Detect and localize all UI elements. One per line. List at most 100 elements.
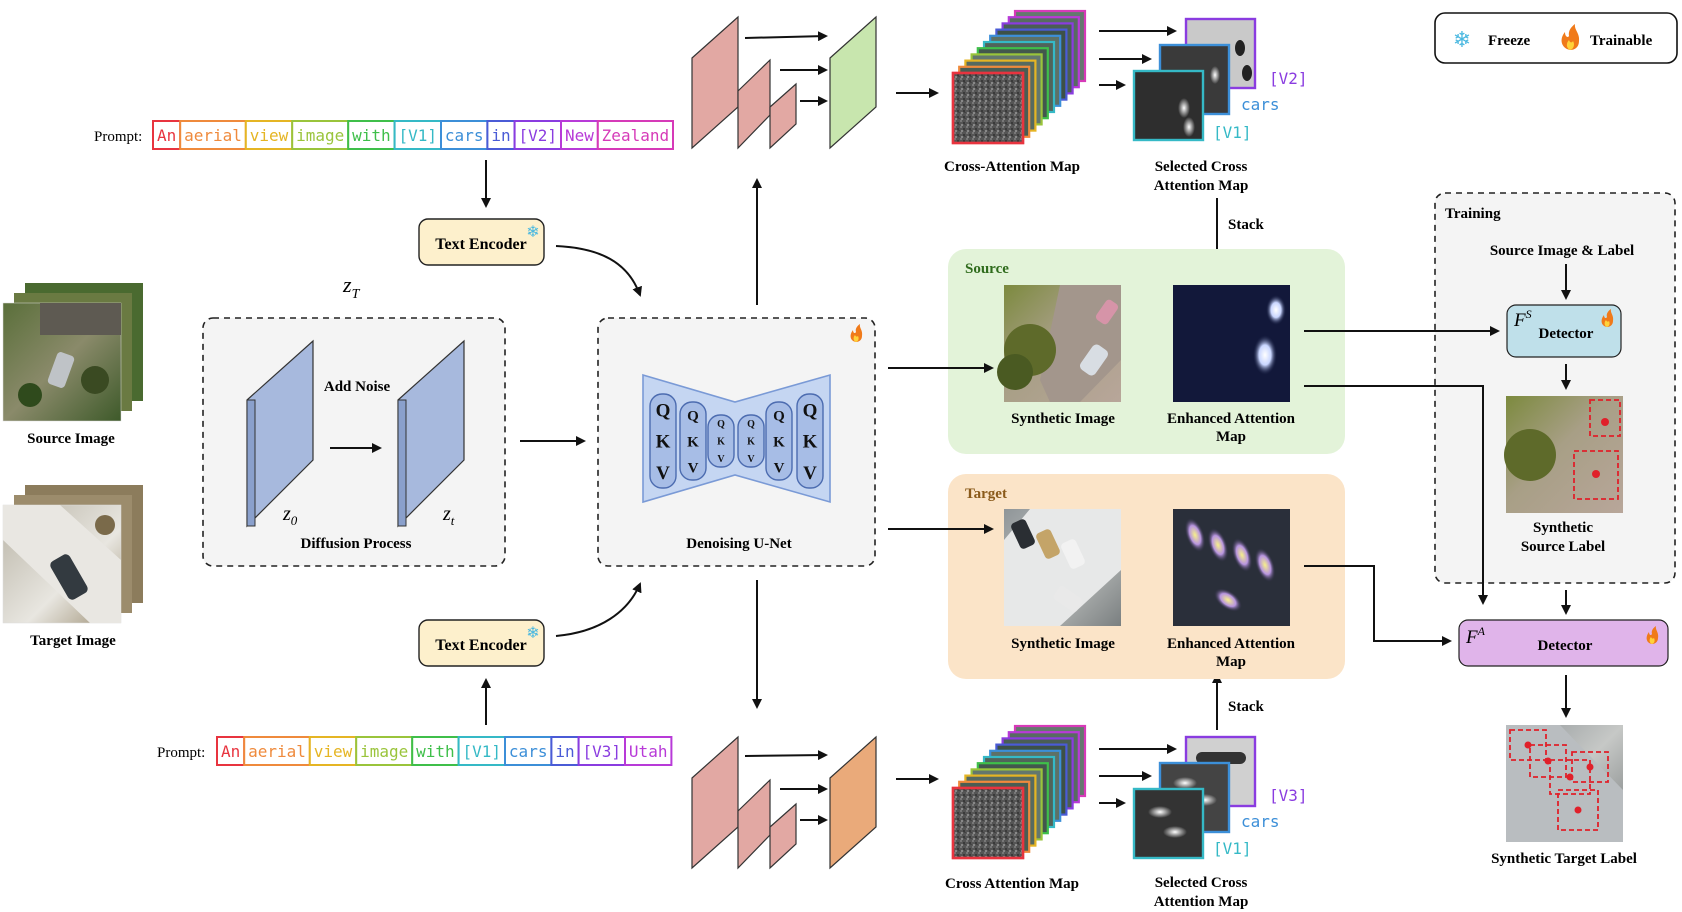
prompt-word-cell: [V3] <box>577 736 626 766</box>
qkv-capsule: QKV <box>796 393 824 489</box>
prompt-word: view <box>250 126 289 145</box>
qkv-letter: Q <box>747 419 755 430</box>
target-panel-title: Target <box>965 486 1007 502</box>
qkv-letter: K <box>717 437 725 448</box>
prompt-word: [V2] <box>519 126 558 145</box>
target-synthetic-label: Synthetic Image <box>1011 636 1115 652</box>
bbox <box>1549 759 1591 795</box>
prompt-word: cars <box>445 126 484 145</box>
qkv-letter: K <box>773 434 785 450</box>
prompt-word-cell: Zealand <box>596 120 674 150</box>
training-section: Training Source Image & Label FS Detecto… <box>1434 192 1676 584</box>
source-image-label: Source Image <box>27 431 115 447</box>
detector-s <box>1506 304 1622 358</box>
diffusion-process: zT Add Noise z0 zt Diffusion Process <box>202 272 506 567</box>
cross-attention-top-label: Cross-Attention Map <box>944 159 1080 175</box>
bbox <box>1589 399 1621 437</box>
prompt-word: Utah <box>629 742 668 761</box>
unet-feature-layers-top <box>691 15 877 150</box>
snowflake-icon: ❄ <box>1453 27 1471 52</box>
bbox <box>1571 751 1609 783</box>
z-T-label: zT <box>342 272 361 302</box>
prompt-word: with <box>352 126 391 145</box>
selected-top-label-line2: Attention Map <box>1154 178 1249 194</box>
prompt-word: in <box>491 126 510 145</box>
synthetic-target-label-image <box>1506 725 1623 842</box>
bbox <box>1557 789 1599 831</box>
prompt-word-cell: in <box>550 736 580 766</box>
target-image-label: Target Image <box>30 633 116 649</box>
target-enhanced-label-line2: Map <box>1216 654 1246 670</box>
text-encoder-bottom: Text Encoder ❄ <box>418 619 545 667</box>
text-encoder-top-label: Text Encoder <box>435 236 526 253</box>
legend-freeze-label: Freeze <box>1488 33 1531 49</box>
qkv-letter: Q <box>687 408 699 424</box>
qkv-letter: V <box>717 454 725 465</box>
prompt-word-cell: Utah <box>624 736 673 766</box>
bbox <box>1573 450 1619 500</box>
token-cars-label: cars <box>1241 812 1280 831</box>
qkv-letter: K <box>747 437 755 448</box>
qkv-capsule: QKV <box>649 393 677 489</box>
cross-attention-bottom-label: Cross Attention Map <box>945 876 1079 892</box>
target-panel: Target Synthetic Image Enhanced Attentio… <box>948 474 1345 679</box>
prompt-word-cell: image <box>291 120 350 150</box>
prompt-word: view <box>314 742 353 761</box>
z-t-label: zt <box>442 503 455 528</box>
qkv-capsule: QKV <box>737 414 765 468</box>
flow-arrows <box>481 88 1500 784</box>
prompt-word-cell: An <box>216 736 246 766</box>
prompt-word: [V1] <box>463 742 502 761</box>
add-noise-label: Add Noise <box>324 379 391 395</box>
selected-attention-top: [V2] cars [V1] <box>1099 17 1308 142</box>
qkv-letter: Q <box>656 400 671 421</box>
synthetic-source-label-line1: Synthetic <box>1533 520 1593 536</box>
flame-icon <box>850 324 863 342</box>
prompt-word-cell: with <box>347 120 396 150</box>
detector-a-label: Detector <box>1538 638 1593 654</box>
stack-label-bottom: Stack <box>1228 699 1264 715</box>
stack-label-top: Stack <box>1228 217 1264 233</box>
prompt-word-cell: view <box>308 736 358 766</box>
legend-trainable-label: Trainable <box>1590 33 1653 49</box>
source-enhanced-label-line2: Map <box>1216 429 1246 445</box>
qkv-letter: Q <box>773 408 785 424</box>
qkv-letter: K <box>687 434 699 450</box>
legend-box <box>1434 12 1678 64</box>
token-v1-label: [V1] <box>1213 839 1252 858</box>
selected-attention-bottom: [V3] cars [V1] <box>1099 735 1308 860</box>
qkv-letter: V <box>747 454 755 465</box>
source-synthetic-label: Synthetic Image <box>1011 411 1115 427</box>
prompt-word-cell: in <box>486 120 516 150</box>
synthetic-target-label: Synthetic Target Label <box>1491 851 1637 867</box>
prompt-word: image <box>360 742 408 761</box>
qkv-letter: Q <box>803 400 818 421</box>
prompt-word-cell: An <box>152 120 182 150</box>
qkv-capsule: QKV <box>707 414 735 468</box>
attention-map-front <box>951 71 1025 145</box>
flame-icon <box>1561 24 1580 50</box>
prompt-word: An <box>157 126 176 145</box>
selected-bottom-label-line1: Selected Cross <box>1155 875 1248 891</box>
text-encoder-top: Text Encoder ❄ <box>418 218 545 266</box>
source-image-label-training: Source Image & Label <box>1490 243 1634 259</box>
prompt-word: [V1] <box>399 126 438 145</box>
prompt-word: cars <box>509 742 548 761</box>
target-image-stack <box>2 485 143 624</box>
unet-title: Denoising U-Net <box>686 536 791 552</box>
prompt-word-cell: New <box>560 120 599 150</box>
token-v1-label: [V1] <box>1213 123 1252 142</box>
detector-s-symbol: FS <box>1513 307 1532 331</box>
source-enhanced-label-line1: Enhanced Attention <box>1167 411 1296 427</box>
token-v3-label: [V3] <box>1269 786 1308 805</box>
prompt-word-cell: [V1] <box>457 736 507 766</box>
diffusion-process-title: Diffusion Process <box>301 536 412 552</box>
z-0-label: z0 <box>282 503 298 528</box>
prompt-word: [V3] <box>583 742 622 761</box>
source-image-stack <box>2 283 143 422</box>
prompt-word-cell: image <box>355 736 414 766</box>
prompt-word-cell: [V2] <box>513 120 562 150</box>
